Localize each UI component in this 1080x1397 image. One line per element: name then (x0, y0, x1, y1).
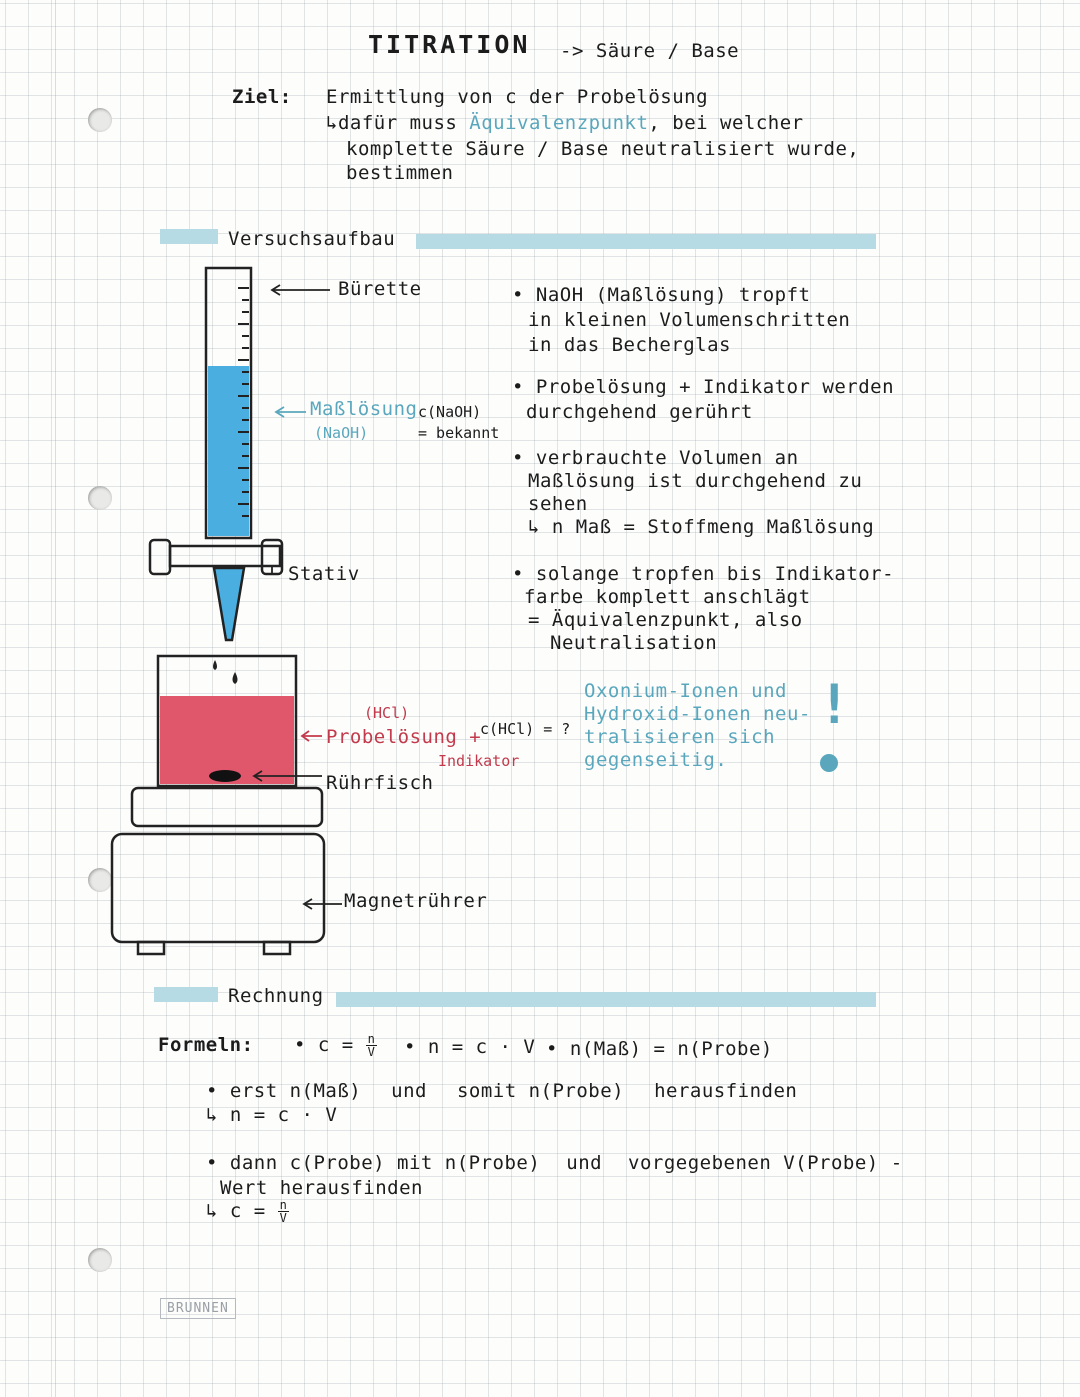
margin-line (55, 0, 56, 1397)
remark-line: tralisieren sich (584, 726, 776, 748)
label-sample: Probelösung + (326, 726, 482, 748)
punch-hole (88, 1248, 112, 1272)
stopcock-knob-left (148, 538, 172, 576)
setup-heading: Versuchsaufbau (228, 228, 396, 250)
step-2-part: • dann c(Probe) mit n(Probe) (206, 1152, 541, 1174)
label-titrant-formula: (NaOH) (314, 424, 369, 442)
note-3-line: Maßlösung ist durchgehend zu (528, 470, 863, 492)
fraction-denominator: V (279, 1211, 288, 1225)
beaker (156, 654, 298, 788)
formula-equivalence: • n(Maß) = n(Probe) (546, 1038, 773, 1060)
arrow-stand (271, 565, 280, 574)
remark-neutralization: Oxonium-Ionen und Hydroxid-Ionen neu- tr… (584, 680, 811, 772)
burette-scale (238, 287, 249, 517)
note-4: • solange tropfen bis Indikator- farbe k… (512, 563, 894, 655)
step-1: • erst n(Maß) und somit n(Probe) herausf… (206, 1080, 797, 1102)
remark-line: Oxonium-Ionen und (584, 680, 787, 702)
punch-hole (88, 486, 112, 510)
label-sample-formula: (HCl) (364, 704, 410, 722)
label-stir-bar: Rührfisch (326, 772, 434, 794)
calc-heading: Rechnung (228, 985, 324, 1007)
step-1-part: somit n(Probe) (456, 1080, 625, 1102)
step-2-line-2: Wert herausfinden (220, 1177, 423, 1199)
stirrer-body (110, 832, 326, 944)
stopcock-handle (168, 544, 282, 568)
goal-line-4: bestimmen (346, 162, 454, 184)
page-title: TITRATION (368, 30, 531, 59)
punch-hole (88, 868, 112, 892)
label-titrant-known: = bekannt (418, 424, 500, 442)
label-titrant: Maßlösung (310, 398, 418, 420)
note-1: • NaOH (Maßlösung) tropft in kleinen Vol… (512, 283, 850, 358)
burette-titrant (208, 366, 249, 536)
burette-tube (204, 266, 253, 540)
note-4-line: farbe komplett anschlägt (524, 586, 811, 608)
fraction-numerator: n (365, 1032, 378, 1046)
droplet (232, 672, 238, 684)
label-titrant-concentration: c(NaOH) (418, 403, 482, 421)
note-4-line: Neutralisation (550, 632, 718, 654)
label-sample-concentration: c(HCl) = ? (480, 720, 571, 738)
equivalence-point-term: Äquivalenzpunkt (469, 112, 649, 134)
step-1-formula: ↳ n = c · V (206, 1104, 338, 1126)
punch-hole (88, 108, 112, 132)
page-subtitle: -> Säure / Base (560, 40, 740, 62)
heading-highlight-left (154, 987, 218, 1002)
step-2-formula-lhs: ↳ c = (206, 1200, 266, 1222)
note-2-line: • Probelösung + Indikator werden (512, 376, 895, 398)
goal-label: Ziel: (232, 86, 292, 108)
note-2: • Probelösung + Indikator werden durchge… (512, 375, 894, 425)
note-3: • verbrauchte Volumen an Maßlösung ist d… (512, 447, 874, 539)
label-magnetic-stirrer: Magnetrührer (344, 890, 488, 912)
note-1-line: • NaOH (Maßlösung) tropft (512, 284, 811, 306)
formula-amount: • n = c · V (404, 1036, 536, 1058)
note-1-line: in das Becherglas (528, 334, 731, 356)
remark-line: gegenseitig. (584, 749, 728, 771)
goal-line-2-end: , bei welcher (648, 112, 804, 134)
note-3-line: sehen (528, 493, 588, 515)
step-2: • dann c(Probe) mit n(Probe) und vorgege… (206, 1152, 903, 1174)
step-1-part: herausfinden (654, 1080, 798, 1102)
heading-highlight-right (416, 234, 876, 249)
burette-tip (212, 566, 246, 642)
fraction-denominator: V (367, 1045, 376, 1059)
goal-line-3: komplette Säure / Base neutralisiert wur… (346, 138, 860, 160)
step-2-part: und (566, 1152, 603, 1174)
note-3-line: • verbrauchte Volumen an (512, 447, 799, 469)
stirrer-foot (262, 940, 292, 956)
exclamation-icon: ! (818, 673, 851, 736)
goal-line-2-start: ↳dafür muss (326, 112, 458, 134)
brand-logo: BRUNNEN (160, 1298, 236, 1319)
note-2-line: durchgehend gerührt (526, 401, 753, 423)
heading-highlight-left (160, 229, 218, 244)
heading-highlight-right (336, 992, 876, 1007)
exclamation-dot-icon (820, 754, 838, 772)
formula-concentration-lhs: • c = (294, 1034, 354, 1056)
step-2-part: vorgegebenen V(Probe) - (628, 1152, 903, 1174)
stirrer-foot (136, 940, 166, 956)
note-1-line: in kleinen Volumenschritten (528, 309, 851, 331)
note-4-line: • solange tropfen bis Indikator- (512, 563, 895, 585)
step-1-part: und (391, 1080, 427, 1102)
label-indicator: Indikator (438, 752, 520, 770)
fraction-numerator: n (277, 1198, 290, 1212)
goal-line-1: Ermittlung von c der Probelösung (326, 86, 709, 108)
sample-solution (160, 696, 294, 784)
droplet (213, 660, 217, 670)
goal-line-2: ↳dafür muss Äquivalenzpunkt, bei welcher (326, 112, 804, 134)
label-burette: Bürette (338, 278, 422, 300)
note-4-line: = Äquivalenzpunkt, also (528, 609, 803, 631)
remark-line: Hydroxid-Ionen neu- (584, 703, 811, 725)
step-1-part: • erst n(Maß) (206, 1080, 362, 1102)
stirrer-plate (130, 786, 324, 828)
label-stand: Stativ (288, 563, 360, 585)
stir-bar (209, 770, 241, 782)
formulas-label: Formeln: (158, 1034, 254, 1056)
note-3-line: ↳ n Maß = Stoffmeng Maßlösung (528, 516, 875, 538)
